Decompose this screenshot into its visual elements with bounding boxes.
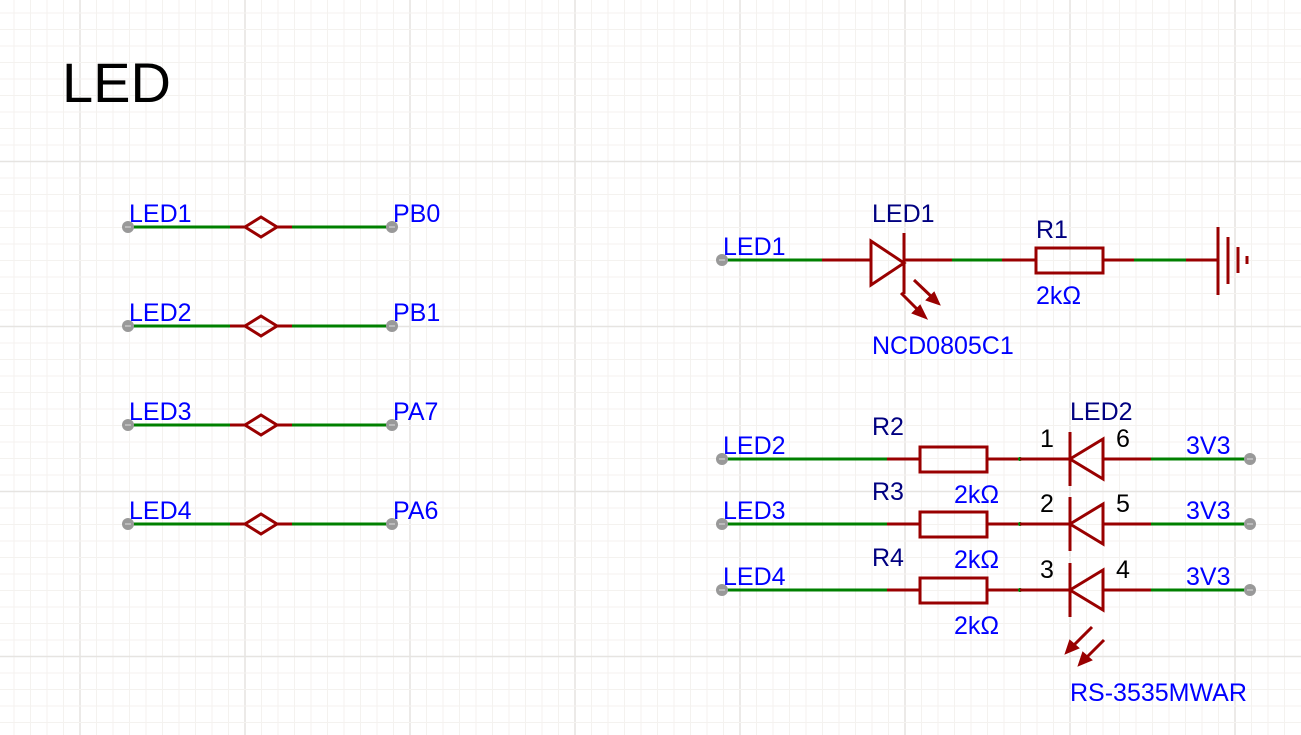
pin-number[interactable]: 6 [1116, 425, 1130, 453]
resistor-symbol[interactable] [887, 445, 1020, 474]
led2-channel: LED3 R3 2kΩ 2 5 3V3 [716, 478, 1256, 574]
led-designator[interactable]: LED1 [872, 200, 935, 228]
supply-label[interactable]: 3V3 [1186, 497, 1230, 525]
led-channel-symbol[interactable] [1020, 497, 1151, 551]
resistor-designator[interactable]: R4 [872, 544, 904, 572]
pin-number[interactable]: 5 [1116, 490, 1130, 518]
net-label[interactable]: LED4 [723, 563, 786, 591]
resistor-designator[interactable]: R1 [1036, 216, 1068, 244]
net-label[interactable]: LED1 [723, 233, 786, 261]
pin-number[interactable]: 1 [1040, 425, 1054, 453]
resistor-value[interactable]: 2kΩ [954, 546, 999, 574]
supply-label[interactable]: 3V3 [1186, 432, 1230, 460]
net-label-left[interactable]: LED3 [129, 398, 192, 426]
net-label-left[interactable]: LED2 [129, 299, 192, 327]
pin-number[interactable]: 2 [1040, 490, 1054, 518]
light-emission-icon [899, 278, 941, 320]
resistor-value[interactable]: 2kΩ [954, 612, 999, 640]
resistor-designator[interactable]: R2 [872, 413, 904, 441]
net-label[interactable]: LED3 [723, 497, 786, 525]
led-channel-symbol[interactable] [1020, 563, 1151, 617]
net-label-right[interactable]: PB1 [393, 299, 440, 327]
led1-symbol[interactable] [822, 233, 952, 320]
net-label-right[interactable]: PA6 [393, 497, 438, 525]
net-port-icon[interactable] [230, 413, 292, 437]
resistor-value[interactable]: 2kΩ [1036, 282, 1081, 310]
diode-triangle [869, 238, 907, 288]
net-label-left[interactable]: LED4 [129, 497, 192, 525]
led2-part-number[interactable]: RS-3535MWAR [1070, 679, 1247, 707]
sheet-title: LED [62, 51, 171, 114]
led-channel-symbol[interactable] [1020, 432, 1151, 486]
net-port-row: LED3 PA7 [122, 398, 438, 437]
net-port-row: LED1 PB0 [122, 200, 440, 239]
net-port-row: LED4 PA6 [122, 497, 438, 536]
net-port-icon[interactable] [230, 512, 292, 536]
resistor-symbol[interactable] [887, 576, 1020, 605]
net-label-right[interactable]: PA7 [393, 398, 438, 426]
ground-icon[interactable] [1186, 227, 1249, 295]
net-label[interactable]: LED2 [723, 432, 786, 460]
net-label-right[interactable]: PB0 [393, 200, 440, 228]
led2-channel: LED4 R4 2kΩ 3 4 3V3 [716, 544, 1256, 640]
net-port-icon[interactable] [230, 215, 292, 239]
supply-label[interactable]: 3V3 [1186, 563, 1230, 591]
r1-symbol[interactable] [1002, 246, 1134, 275]
pin-number[interactable]: 4 [1116, 556, 1130, 584]
led1-circuit: LED1 LED1 NCD0805C1 R1 2kΩ [716, 200, 1249, 360]
led-part-number[interactable]: NCD0805C1 [872, 332, 1014, 360]
resistor-value[interactable]: 2kΩ [954, 481, 999, 509]
resistor-body [918, 445, 989, 474]
led2-designator[interactable]: LED2 [1070, 398, 1133, 426]
resistor-designator[interactable]: R3 [872, 478, 904, 506]
light-emission-icon [1064, 625, 1106, 667]
net-port-row: LED2 PB1 [122, 299, 440, 338]
resistor-symbol[interactable] [887, 510, 1020, 539]
led2-channel: LED2 R2 2kΩ 1 6 3V3 [716, 413, 1256, 509]
pin-number[interactable]: 3 [1040, 556, 1054, 584]
net-label-left[interactable]: LED1 [129, 200, 192, 228]
net-port-icon[interactable] [230, 314, 292, 338]
